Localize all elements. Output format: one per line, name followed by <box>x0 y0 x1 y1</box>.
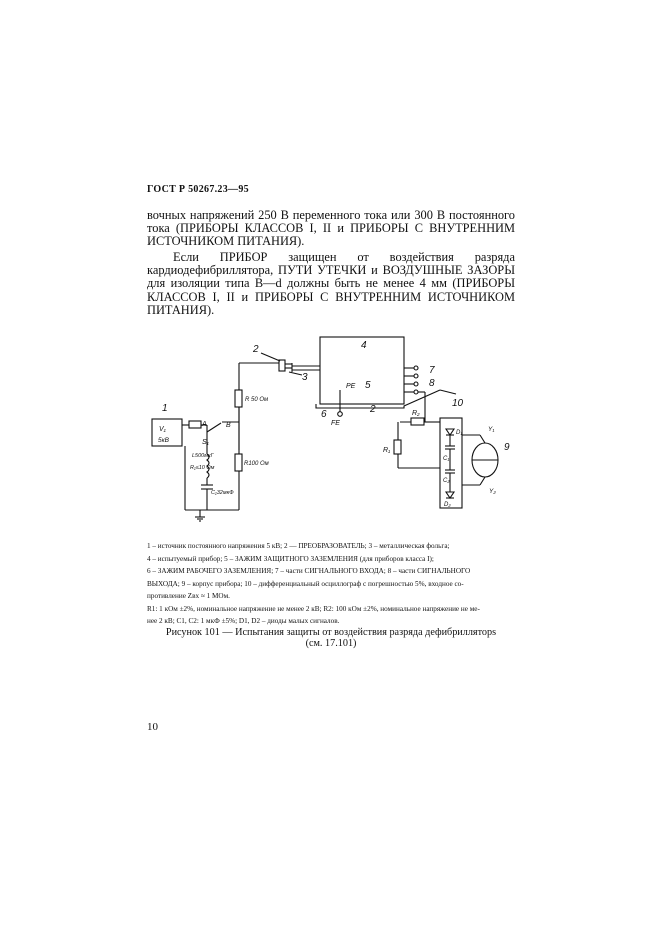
capacitor-c2-label: C₂ <box>443 478 450 484</box>
label-2b: 2 <box>369 404 376 415</box>
paragraph-1: вочных напряжений 250 В переменного тока… <box>147 208 515 249</box>
label-4: 4 <box>361 340 367 351</box>
device-housing <box>315 389 441 409</box>
inductor-l <box>206 453 210 479</box>
caption-title: Рисунок 101 — Испытания защиты от воздей… <box>165 627 497 638</box>
circuit-diagram: V₁ 5кВ 1 A S₁ B L500мкГ R₁≤10 Ом C₁32мкФ… <box>151 336 510 522</box>
device-under-test <box>319 336 405 405</box>
resistor-source <box>188 420 202 429</box>
pe-label: PE <box>346 383 356 390</box>
switch-s1 <box>206 422 222 433</box>
fe-terminal <box>337 411 343 417</box>
legend-line: R1: 1 кОм ±2%, номинальное напряжение не… <box>147 604 480 613</box>
voltage-source <box>151 418 183 447</box>
label-8: 8 <box>429 378 435 389</box>
label-6: 6 <box>321 409 327 420</box>
switch-b-label: B <box>226 422 231 429</box>
oscilloscope <box>439 417 463 509</box>
figure-caption: Рисунок 101 — Испытания защиты от воздей… <box>147 627 515 649</box>
resistor-r2-label: R₂ <box>412 410 420 417</box>
document-header: ГОСТ Р 50267.23—95 <box>147 184 249 195</box>
legend-line: 1 – источник постоянного напряжения 5 кВ… <box>147 542 450 550</box>
legend-line: ВЫХОДА; 9 – корпус прибора; 10 – диффере… <box>147 579 464 588</box>
source-kv-label: 5кВ <box>158 437 170 444</box>
y1-label: Y₁ <box>488 426 494 433</box>
resistor-100 <box>234 453 243 472</box>
label-5: 5 <box>365 380 371 391</box>
resistor-50 <box>234 389 243 408</box>
resistor-r1 <box>393 439 402 455</box>
caption-reference: (см. 17.101) <box>305 638 357 649</box>
inductor-r-label: R₁≤10 Ом <box>190 465 215 471</box>
source-v1-label: V₁ <box>159 426 167 433</box>
label-9: 10 <box>452 398 464 409</box>
diode-d1 <box>444 428 456 436</box>
capacitor-c1-label: C₁ <box>443 456 449 462</box>
paragraph-2: Если ПРИБОР защищен от воздействия разря… <box>147 250 515 317</box>
page-number: 10 <box>147 721 158 733</box>
resistor-100-label: R100 Ом <box>244 461 269 467</box>
legend-line: 6 – ЗАЖИМ РАБОЧЕГО ЗАЗЕМЛЕНИЯ; 7 – части… <box>147 567 471 575</box>
legend-line: противление Zвх ≈ 1 МОм. <box>147 592 230 600</box>
label-3: 3 <box>302 372 308 383</box>
transducer <box>278 359 286 372</box>
label-1: 1 <box>162 403 168 414</box>
figure-legend: 1 – источник постоянного напряжения 5 кВ… <box>147 540 519 628</box>
resistor-r2 <box>410 417 425 426</box>
resistor-50-label: R 50 Ом <box>245 397 268 403</box>
switch-s1-label: S₁ <box>202 439 210 446</box>
label-10: 9 <box>504 442 510 453</box>
label-7: 7 <box>429 365 435 376</box>
capacitor-label: C₁32мкФ <box>211 490 234 496</box>
diode-d1-label: D₁ <box>456 430 462 436</box>
y2-label: Y₂ <box>489 488 496 495</box>
diode-d2 <box>444 491 456 499</box>
fe-label: FE <box>331 420 340 427</box>
resistor-r1-label: R₁ <box>383 447 391 454</box>
switch-a-label: A <box>201 421 207 428</box>
legend-line: 4 – испытуемый прибор; 5 – ЗАЖИМ ЗАЩИТНО… <box>147 554 434 563</box>
label-2: 2 <box>252 344 259 355</box>
legend-line: нее 2 кВ; C1, C2: 1 мкФ ±5%; D1, D2 – ди… <box>147 617 340 625</box>
inductor-label: L500мкГ <box>192 453 215 459</box>
diode-d2-label: D₂ <box>444 502 451 508</box>
